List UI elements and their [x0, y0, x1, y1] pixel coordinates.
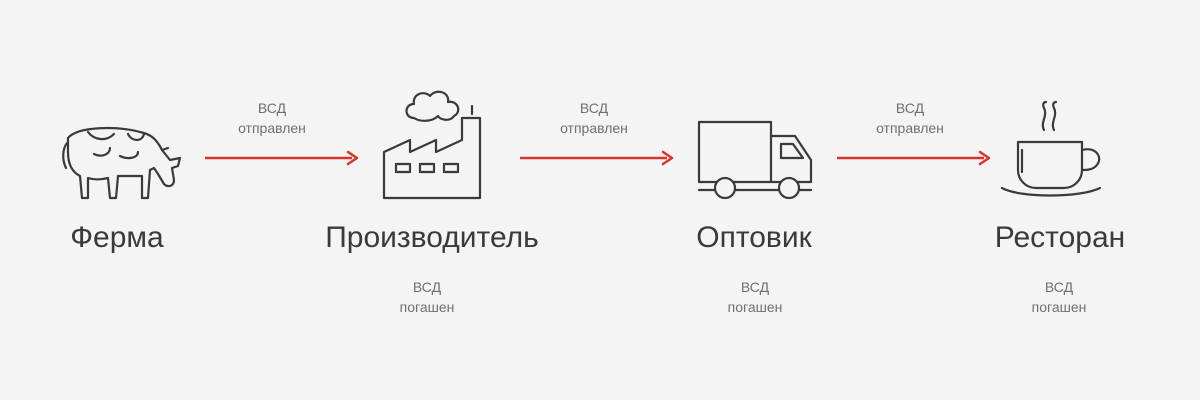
- arrow-status-3: ВСД отправлен: [876, 98, 944, 138]
- cow-icon: [58, 120, 188, 204]
- coffee-cup-icon: [1000, 100, 1110, 200]
- producer-status-line2: погашен: [399, 299, 455, 315]
- arrow-status-3-line2: отправлен: [876, 120, 944, 136]
- arrow-status-1: ВСД отправлен: [238, 98, 306, 138]
- node-label-producer: Производитель: [325, 221, 539, 254]
- wholesaler-status-line2: погашен: [727, 299, 783, 315]
- flow-arrow-1: [205, 150, 360, 166]
- arrow-status-3-line1: ВСД: [895, 100, 925, 116]
- node-label-wholesaler: Оптовик: [696, 221, 812, 254]
- arrow-status-2: ВСД отправлен: [560, 98, 628, 138]
- arrow-status-2-line1: ВСД: [579, 100, 609, 116]
- wholesaler-status-line1: ВСД: [740, 279, 770, 295]
- wholesaler-status: ВСД погашен: [728, 277, 783, 317]
- factory-icon: [380, 78, 490, 202]
- restaurant-status-line2: погашен: [1031, 299, 1087, 315]
- producer-status: ВСД погашен: [400, 277, 455, 317]
- flow-arrow-2: [520, 150, 675, 166]
- arrow-status-1-line1: ВСД: [257, 100, 287, 116]
- restaurant-status-line1: ВСД: [1044, 279, 1074, 295]
- node-label-restaurant: Ресторан: [994, 221, 1126, 254]
- arrow-status-2-line2: отправлен: [560, 120, 628, 136]
- node-label-farm: Ферма: [70, 221, 164, 254]
- flow-arrow-3: [837, 150, 992, 166]
- restaurant-status: ВСД погашен: [1032, 277, 1087, 317]
- arrow-status-1-line2: отправлен: [238, 120, 306, 136]
- producer-status-line1: ВСД: [412, 279, 442, 295]
- truck-icon: [695, 118, 815, 202]
